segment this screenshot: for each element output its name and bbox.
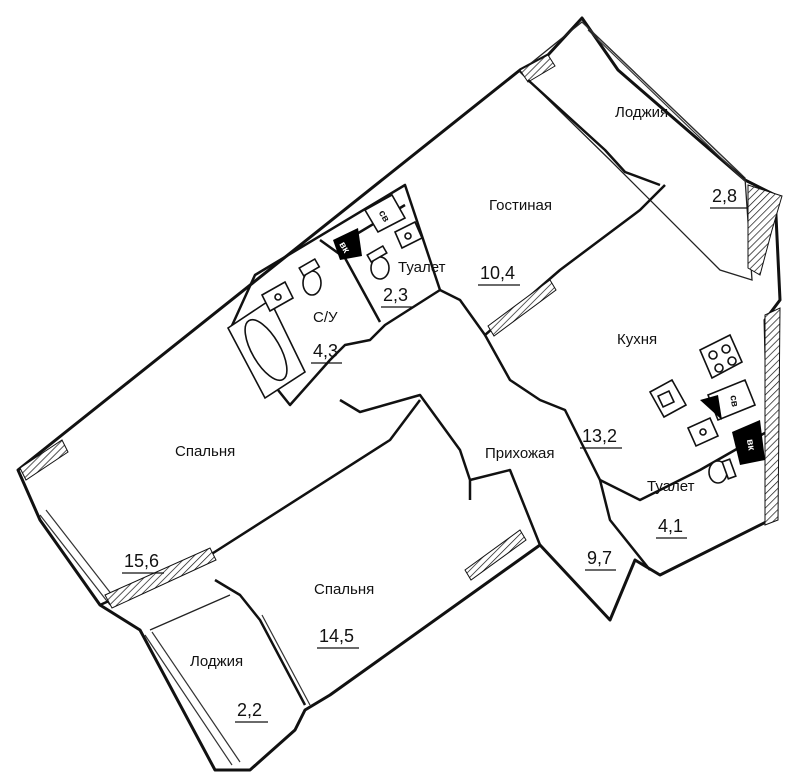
stove-icon xyxy=(698,333,744,380)
sink-icon xyxy=(393,220,424,250)
sink-icon xyxy=(260,280,295,313)
riser-icon: вк xyxy=(333,228,362,260)
room-area-hall: 9,7 xyxy=(587,548,612,568)
window-left-facade xyxy=(19,439,69,481)
room-area-loggia-bottom: 2,2 xyxy=(237,700,262,720)
room-name-bath: С/У xyxy=(313,309,338,326)
svg-text:св: св xyxy=(727,394,740,407)
room-name-hall: Прихожая xyxy=(485,445,555,462)
bedroom-mid-wall-hatch xyxy=(464,529,527,581)
room-area-bedroom-mid: 14,5 xyxy=(319,626,354,646)
kitchen-sink-icon xyxy=(648,378,688,419)
room-name-loggia-top: Лоджия xyxy=(615,104,668,121)
loggia-top-wall-hatch xyxy=(519,54,556,83)
bathtub-icon xyxy=(226,298,307,400)
kitchen-wall-hatch xyxy=(487,279,557,337)
bedroom-left-window-hatch xyxy=(104,547,217,609)
room-name-bedroom-mid: Спальня xyxy=(314,581,374,598)
room-area-living: 10,4 xyxy=(480,263,515,283)
svg-text:вк: вк xyxy=(744,438,757,452)
loggia-top-side-hatch xyxy=(747,184,783,276)
kitchen-right-wall-hatch xyxy=(764,307,781,526)
room-area-bath: 4,3 xyxy=(313,341,338,361)
room-name-toilet-right: Туалет xyxy=(647,478,695,495)
toilet-icon xyxy=(298,257,322,296)
room-area-bedroom-left: 15,6 xyxy=(124,551,159,571)
room-name-loggia-bottom: Лоджия xyxy=(190,653,243,670)
svg-text:св: св xyxy=(376,209,391,225)
washing-machine-icon: св xyxy=(363,193,407,234)
room-name-bedroom-left: Спальня xyxy=(175,443,235,460)
room-name-living: Гостиная xyxy=(489,197,552,214)
toilet-icon xyxy=(708,458,737,484)
riser-icon: вк xyxy=(732,420,765,465)
washing-machine-icon: св xyxy=(700,378,757,422)
sink-icon xyxy=(686,416,720,448)
room-area-kitchen: 13,2 xyxy=(582,426,617,446)
toilet-icon xyxy=(366,244,390,280)
room-name-toilet-top: Туалет xyxy=(398,259,446,276)
room-area-loggia-top: 2,8 xyxy=(712,186,737,206)
apartment-outline xyxy=(16,16,782,772)
room-name-kitchen: Кухня xyxy=(617,331,657,348)
room-area-toilet-top: 2,3 xyxy=(383,285,408,305)
room-area-toilet-right: 4,1 xyxy=(658,516,683,536)
